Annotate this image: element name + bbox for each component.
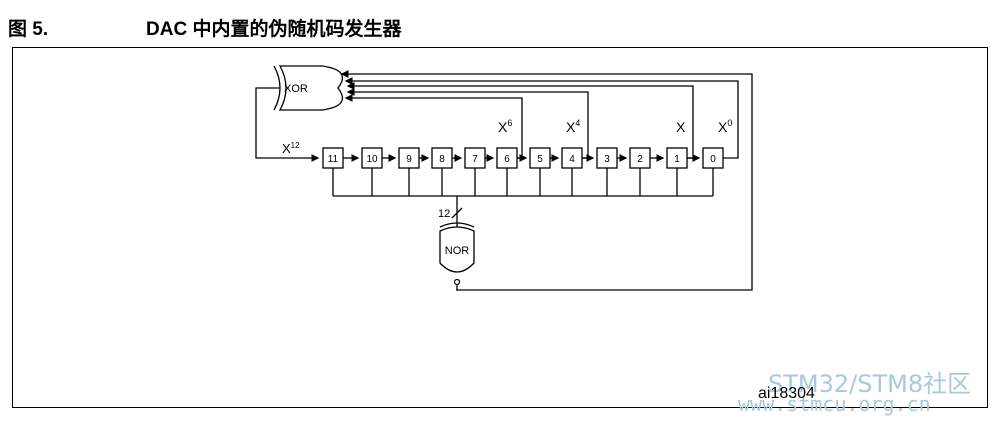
feedback-taps: [340, 70, 753, 291]
register-cell: 6: [496, 147, 518, 169]
svg-text:7: 7: [472, 154, 478, 165]
svg-text:9: 9: [406, 154, 412, 165]
register-cell: 5: [529, 147, 551, 169]
xor-label: XOR: [284, 83, 308, 95]
watermark-line2: www.stmcu.org.cn: [738, 392, 931, 416]
register-cell: 0: [702, 147, 724, 169]
parallel-bus: [332, 168, 714, 232]
svg-text:3: 3: [604, 154, 610, 165]
figure-caption: 图 5. DAC 中内置的伪随机码发生器: [8, 14, 401, 41]
xor-output-line: [255, 87, 320, 162]
register-cell: 9: [398, 147, 420, 169]
tap-label-x12: X12: [282, 141, 300, 156]
tap-label-x6: X6: [498, 118, 512, 135]
bus-width-label: 12: [438, 208, 450, 220]
svg-text:2: 2: [637, 154, 643, 165]
nor-label: NOR: [445, 245, 470, 257]
svg-text:1: 1: [674, 154, 680, 165]
register-cell: 10: [361, 147, 383, 169]
register-cell: 3: [596, 147, 618, 169]
tap-label-x0: X0: [718, 118, 732, 135]
figure-frame: [12, 47, 988, 408]
register-cell: 1: [666, 147, 688, 169]
xor-gate: XOR: [273, 65, 343, 111]
register-cell: 11: [322, 147, 344, 169]
register-cell: 4: [561, 147, 583, 169]
tap-label-x4: X4: [566, 118, 580, 135]
svg-text:8: 8: [439, 154, 445, 165]
svg-text:10: 10: [366, 154, 378, 165]
register-cell: 7: [464, 147, 486, 169]
svg-text:4: 4: [569, 154, 575, 165]
register-cell: 2: [629, 147, 651, 169]
watermark-line1: STM32/STM8社区: [768, 370, 972, 398]
svg-text:11: 11: [328, 154, 339, 165]
svg-text:5: 5: [537, 154, 543, 165]
svg-text:0: 0: [710, 154, 716, 165]
svg-text:6: 6: [504, 154, 510, 165]
tap-label-x1: X: [676, 119, 686, 135]
register-cell: 8: [431, 147, 453, 169]
figure-number: 图 5.: [8, 19, 49, 40]
figure-title: DAC 中内置的伪随机码发生器: [146, 19, 402, 40]
nor-gate: NOR: [439, 222, 475, 290]
shift-register: 11 10 9 8 7 6 5 4 3 2 1 0: [322, 147, 724, 169]
figure-id: ai18304: [758, 385, 815, 402]
